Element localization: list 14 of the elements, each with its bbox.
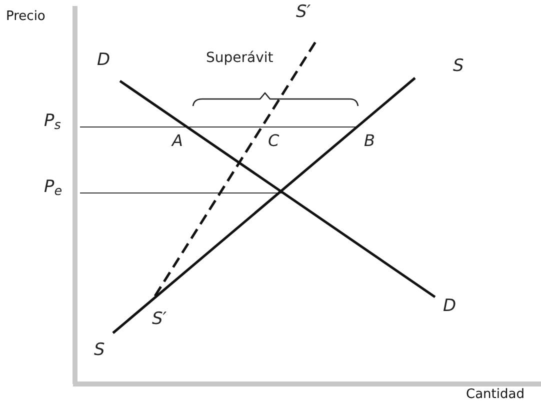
curve-label: S xyxy=(453,58,464,75)
point-label: C xyxy=(268,133,280,149)
curve-label: D xyxy=(443,298,456,315)
curve-label: S′ xyxy=(296,4,311,21)
axis-title: Cantidad xyxy=(466,388,524,401)
annotation-label: Superávit xyxy=(206,51,274,65)
point-label: A xyxy=(172,133,183,149)
curve-label: S xyxy=(94,342,105,359)
price-label: P$_{e}$ xyxy=(44,179,62,196)
curve-label: S′ xyxy=(152,311,167,328)
curve-label: D xyxy=(97,52,110,69)
price-label: P$_{s}$ xyxy=(44,113,61,130)
axis-title: Precio xyxy=(6,10,46,23)
point-label: B xyxy=(364,133,375,149)
